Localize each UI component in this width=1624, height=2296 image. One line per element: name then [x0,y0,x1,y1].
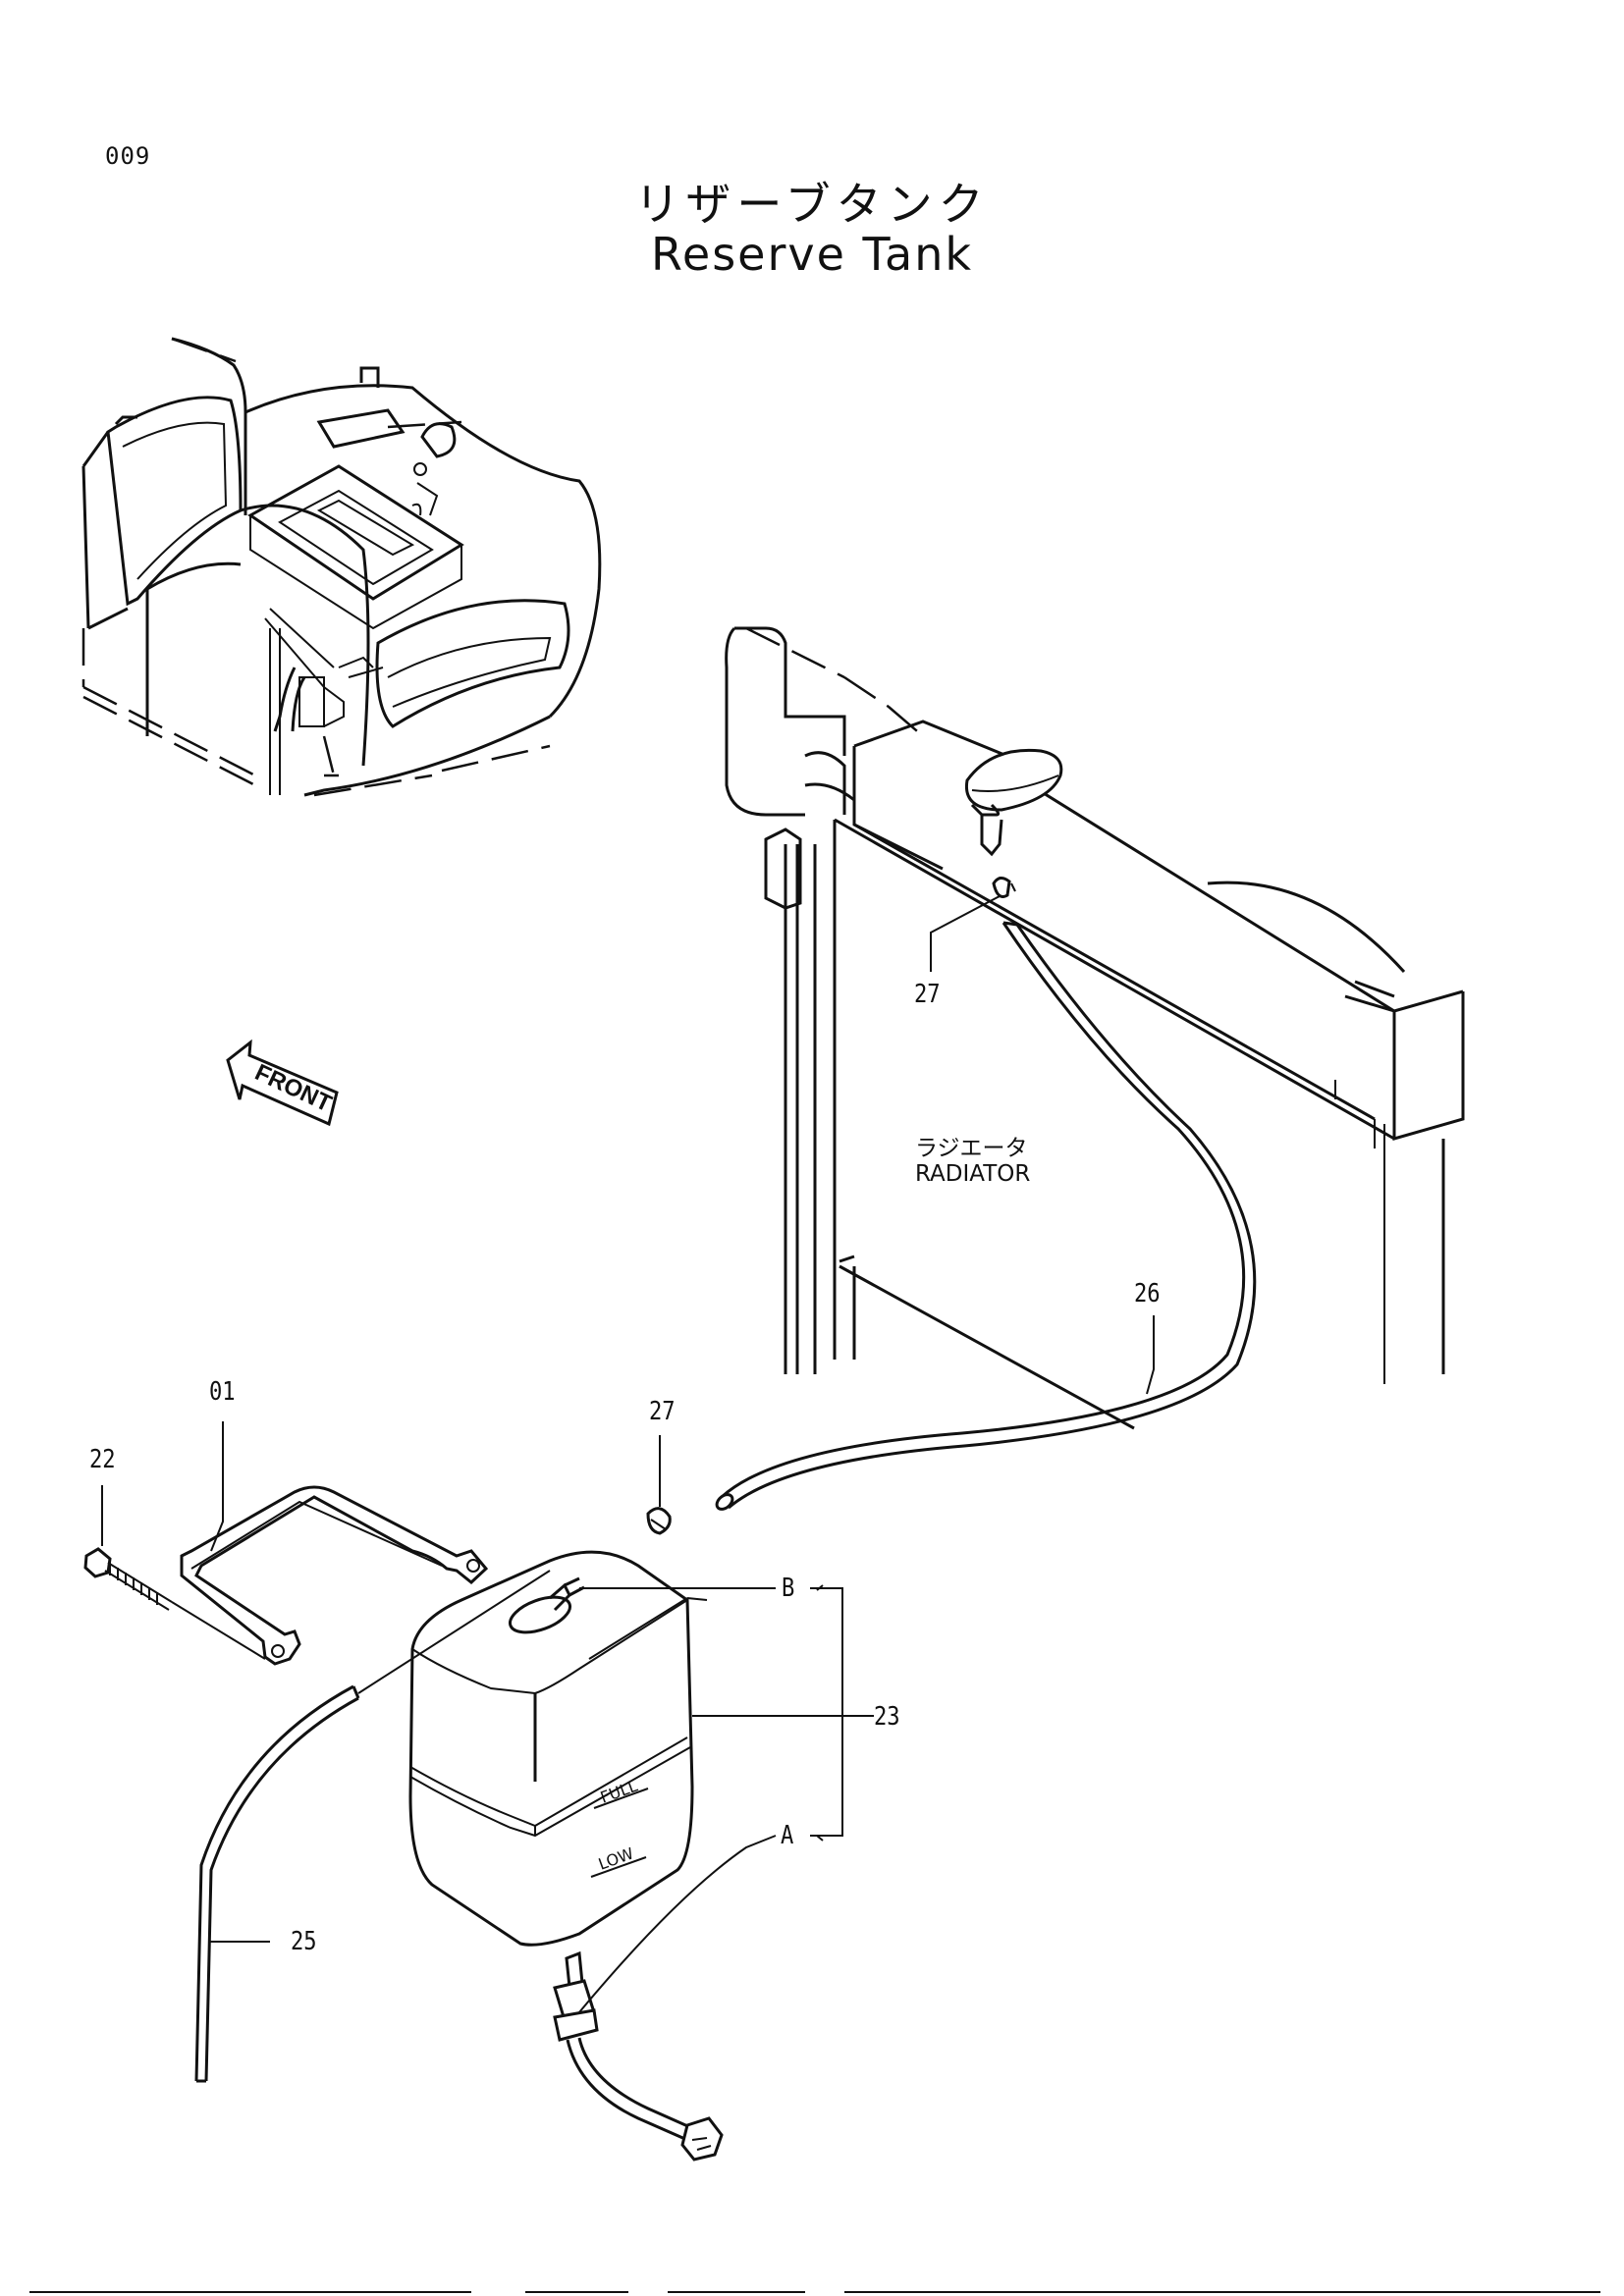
front-direction-arrow: FRONT [226,1039,339,1127]
title-japanese: リザーブタンク [634,178,990,231]
radiator-label-en: RADIATOR [915,1161,1031,1187]
callout-01: 01 [209,1377,236,1407]
radiator-assembly [725,626,1465,1430]
level-sensor [553,1950,724,2162]
overflow-hose-26 [715,921,1257,1511]
callout-26: 26 [1134,1279,1161,1308]
callout-23: 23 [874,1702,900,1732]
leader-lines [101,895,1155,2013]
callout-22: 22 [89,1445,116,1474]
page-number: 009 [105,142,151,170]
callout-27-lower: 27 [649,1397,676,1426]
radiator-label-jp: ラジエータ [915,1136,1028,1161]
callout-a: A [781,1821,794,1850]
machine-body [81,337,602,797]
tank-bracket-01 [180,1485,489,1666]
callout-b: B [782,1574,795,1603]
mounting-bolt-22 [83,1547,266,1660]
title-english: Reserve Tank [651,228,973,281]
hose-clip-27 [646,1507,672,1535]
callout-27-upper: 27 [914,980,941,1009]
reserve-tank-23: FULL LOW [408,1550,694,1947]
drain-hose-25 [194,1570,551,2083]
callout-25: 25 [291,1927,317,1956]
